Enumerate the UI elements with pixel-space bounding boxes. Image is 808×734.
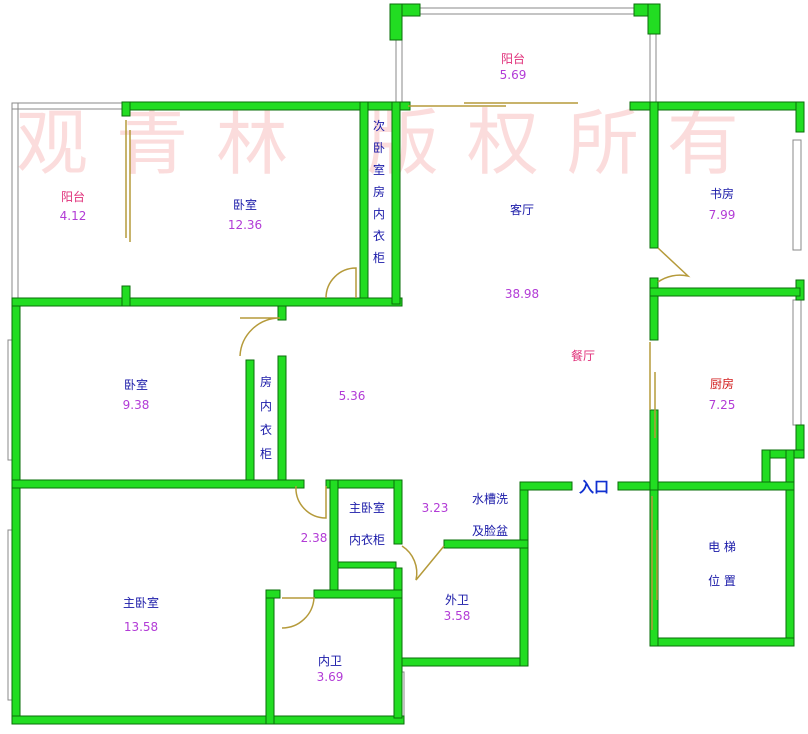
wall [647, 3, 661, 35]
sink-label-line2: 及脸盆 [471, 524, 509, 538]
master-bedroom-label: 主卧室 [122, 596, 160, 610]
second-bedroom-closet-label: 次 卧 室 房 内 衣 柜 [372, 118, 386, 266]
wall [393, 479, 403, 545]
wall [785, 449, 795, 647]
bedroom-closet-label: 房 内 衣 柜 [259, 374, 273, 462]
elevator-line1: 电 梯 [708, 540, 736, 554]
balcony-top-area: 5.69 [499, 68, 527, 82]
ext-bath-area: 3.58 [443, 609, 471, 623]
wall [11, 297, 403, 307]
kitchen-area: 7.25 [708, 398, 736, 412]
window-left-balcony [11, 102, 123, 110]
wall [617, 481, 795, 491]
master-closet-line1: 主卧室 [348, 501, 386, 515]
window-kitchen [792, 299, 802, 426]
wall [649, 277, 659, 341]
study-label: 书房 [709, 187, 735, 201]
closet-char: 衣 [372, 229, 385, 243]
wall [761, 449, 771, 487]
wall [313, 589, 403, 599]
wall [389, 3, 403, 41]
corridor-area: 2.38 [300, 531, 328, 545]
bedroom-1-label: 卧室 [232, 198, 258, 212]
elevator-line2: 位 置 [708, 574, 736, 588]
closet-char: 衣 [259, 423, 272, 437]
closet-char: 室 [372, 163, 385, 177]
closet-char: 柜 [372, 251, 385, 265]
closet-char: 内 [372, 207, 385, 221]
window-left-side [11, 102, 19, 304]
wall [399, 657, 529, 667]
door-swing [657, 247, 691, 283]
window-balcony-top [417, 7, 635, 15]
closet-char: 内 [259, 399, 272, 413]
door-swing [239, 317, 281, 357]
door-swing [401, 545, 445, 581]
bedroom-2-area: 9.38 [122, 398, 150, 412]
study-area: 7.99 [708, 208, 736, 222]
wall [337, 561, 397, 569]
wall [393, 567, 403, 719]
int-bath-area: 3.69 [316, 670, 344, 684]
wall [519, 481, 573, 491]
wall [121, 101, 131, 117]
watermark: 观青林 版权所有 [16, 101, 767, 185]
closet-char: 房 [372, 185, 385, 199]
door-swing [295, 485, 327, 519]
wall [649, 409, 659, 491]
int-bath-label: 内卫 [317, 654, 343, 668]
closet-char: 房 [259, 375, 272, 389]
closet-char: 卧 [372, 141, 385, 155]
living-room-label: 客厅 [509, 203, 535, 217]
wall [265, 589, 275, 725]
closet-char: 次 [372, 119, 385, 133]
window-balcony-right [649, 29, 657, 105]
kitchen-label: 厨房 [709, 377, 735, 391]
wall [277, 355, 287, 485]
bedroom-2-label: 卧室 [123, 378, 149, 392]
hall-area: 5.36 [338, 389, 366, 403]
wall [391, 101, 401, 305]
wall [649, 287, 801, 297]
closet-char: 柜 [259, 447, 272, 461]
ext-bath-label: 外卫 [444, 593, 470, 607]
master-closet-line2: 内衣柜 [348, 533, 386, 547]
window-study [792, 139, 802, 251]
entrance-label: 入口 [578, 478, 610, 496]
wall [277, 305, 287, 321]
wall [11, 479, 305, 489]
balcony-left-label: 阳台 [60, 190, 86, 204]
balcony-top-label: 阳台 [500, 52, 526, 66]
wall [519, 481, 529, 667]
door-swing [281, 597, 315, 629]
bedroom-1-area: 12.36 [227, 218, 263, 232]
balcony-left-area: 4.12 [59, 209, 87, 223]
wall [11, 715, 405, 725]
wall [359, 101, 369, 299]
door-swing [325, 267, 357, 299]
dining-label: 餐厅 [570, 349, 596, 363]
wall [649, 101, 659, 249]
sink-label-line1: 水槽洗 [471, 492, 509, 506]
wall [649, 637, 795, 647]
wall [11, 299, 21, 725]
wall [443, 539, 529, 549]
sink-area: 3.23 [421, 501, 449, 515]
wall [265, 589, 281, 599]
wall [245, 359, 255, 483]
living-room-area: 38.98 [504, 287, 540, 301]
wall [121, 285, 131, 307]
master-bedroom-area: 13.58 [123, 620, 159, 634]
wall [329, 479, 339, 593]
wall [795, 101, 805, 133]
